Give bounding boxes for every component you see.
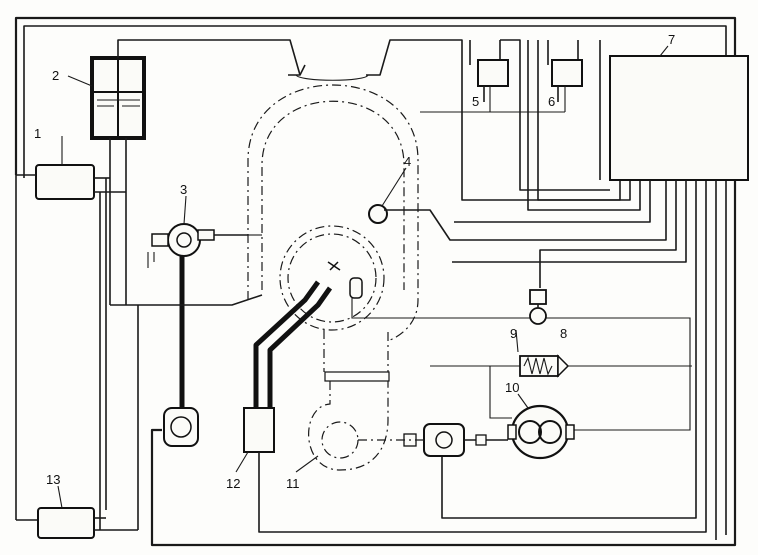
pump-unit-3	[110, 223, 263, 447]
label-4: 4	[404, 154, 411, 169]
label-9: 9	[510, 326, 517, 341]
tank-unit-2	[90, 39, 301, 305]
rod-drive-unit-12	[243, 180, 707, 533]
gear-pump-unit-10	[358, 404, 575, 460]
component-labels: 1 2 3 4 5 6 7 8 9 10 11 12 13	[34, 32, 675, 491]
label-1: 1	[34, 126, 41, 141]
label-10: 10	[505, 380, 519, 395]
leader-lines	[57, 45, 669, 509]
relief-valve-unit-9	[430, 354, 692, 419]
sensor-unit-4	[349, 180, 691, 431]
units-5-6	[420, 39, 641, 211]
valve-unit-8	[529, 289, 547, 325]
label-12: 12	[226, 476, 240, 491]
label-6: 6	[548, 94, 555, 109]
unit-13	[37, 305, 139, 539]
unit-1	[16, 164, 126, 530]
label-2: 2	[52, 68, 59, 83]
control-cabinet-7	[441, 55, 749, 540]
label-7: 7	[668, 32, 675, 47]
main-vessel	[247, 39, 450, 471]
label-5: 5	[472, 94, 479, 109]
label-11: 11	[286, 476, 300, 491]
label-3: 3	[180, 182, 187, 197]
label-8: 8	[560, 326, 567, 341]
outer-pipe-loops	[14, 16, 737, 547]
label-13: 13	[46, 472, 60, 487]
